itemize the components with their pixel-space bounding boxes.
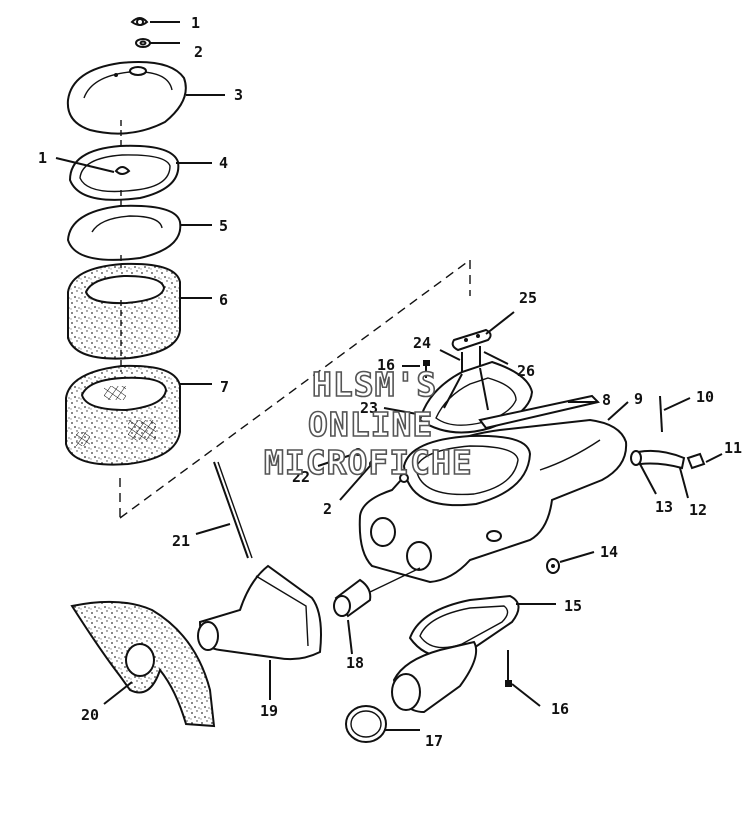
callout-1: 1 xyxy=(191,14,200,32)
callout-24: 24 xyxy=(413,334,431,352)
heat-shield xyxy=(70,600,216,728)
callout-2: 2 xyxy=(194,43,203,61)
callout-5: 5 xyxy=(219,217,228,235)
adapter-funnel xyxy=(197,564,322,661)
air-cleaner-cover xyxy=(66,61,187,135)
callout-2b: 2 xyxy=(323,500,332,518)
callout-11: 11 xyxy=(724,439,742,457)
paper-element xyxy=(65,364,181,466)
callout-3: 3 xyxy=(234,86,243,104)
mount-plate xyxy=(451,328,492,352)
air-cleaner-housing xyxy=(358,418,628,584)
seal-ring xyxy=(68,144,180,201)
washer-top xyxy=(135,38,151,48)
callout-16: 16 xyxy=(377,356,395,374)
callout-19: 19 xyxy=(260,702,278,720)
callout-12: 12 xyxy=(689,501,707,519)
callout-20: 20 xyxy=(81,706,99,724)
callout-14: 14 xyxy=(600,543,618,561)
cap xyxy=(686,452,706,470)
callout-25: 25 xyxy=(519,289,537,307)
lower-elbow xyxy=(391,640,478,714)
callout-10: 10 xyxy=(696,388,714,406)
pin xyxy=(659,395,663,433)
callout-8: 8 xyxy=(602,391,611,409)
callout-17: 17 xyxy=(425,732,443,750)
coupler xyxy=(333,578,372,618)
watermark-line-3: MICROFICHE xyxy=(264,443,473,482)
callout-4: 4 xyxy=(219,154,228,172)
fitting xyxy=(630,450,642,466)
callout-9: 9 xyxy=(634,390,643,408)
callout-23: 23 xyxy=(360,399,378,417)
callout-6: 6 xyxy=(219,291,228,309)
screw xyxy=(354,448,362,456)
callout-13: 13 xyxy=(655,498,673,516)
wing-nut-top xyxy=(130,17,149,26)
pre-cleaner xyxy=(67,262,181,360)
clamp xyxy=(345,705,387,743)
callout-15: 15 xyxy=(564,597,582,615)
callout-7: 7 xyxy=(220,378,229,396)
callout-21: 21 xyxy=(172,532,190,550)
callout-1b: 1 xyxy=(38,149,47,167)
callout-18: 18 xyxy=(346,654,364,672)
watermark-line-2: ONLINE xyxy=(308,405,433,444)
long-stud xyxy=(213,461,249,559)
callout-26: 26 xyxy=(517,362,535,380)
callout-16b: 16 xyxy=(551,700,569,718)
hose xyxy=(636,449,686,470)
element-plate xyxy=(66,204,182,261)
watermark-line-1: HLSM'S xyxy=(312,365,437,404)
callout-22: 22 xyxy=(292,468,310,486)
